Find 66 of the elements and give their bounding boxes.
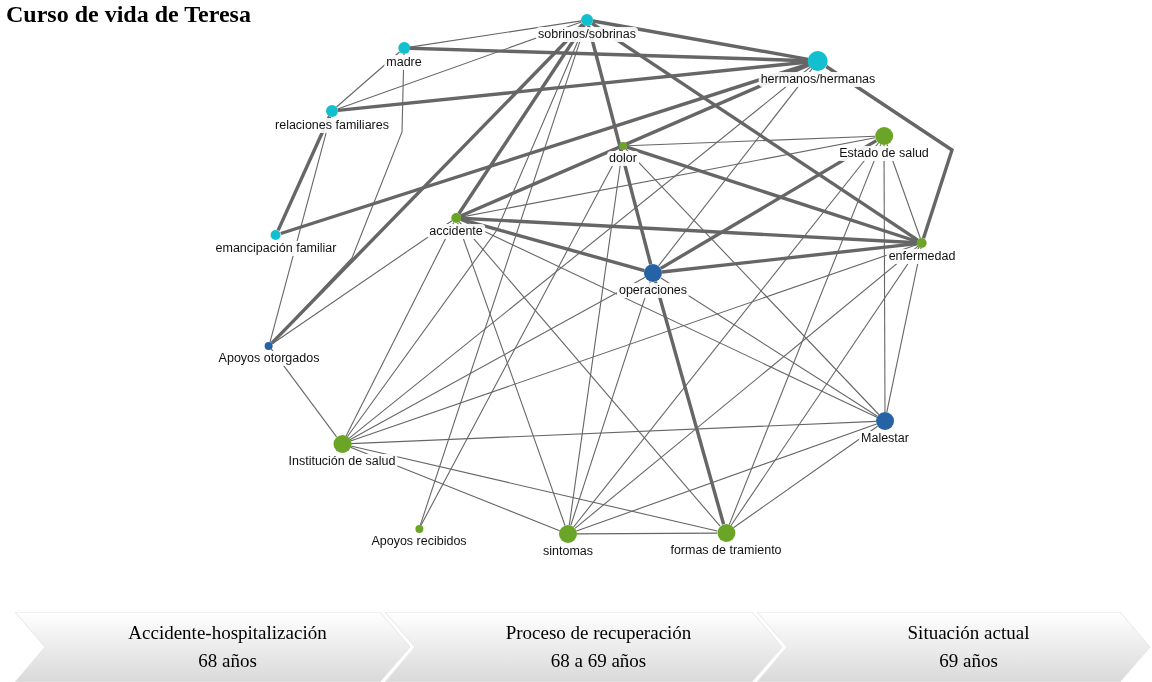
connector-line bbox=[460, 216, 918, 245]
node-label: relaciones familiares bbox=[273, 118, 391, 133]
node-label: sobrinos/sobrinas bbox=[536, 27, 638, 42]
node-label: Institución de salud bbox=[286, 454, 398, 469]
connector-line bbox=[592, 19, 809, 61]
node-label: hermanos/hermanas bbox=[758, 72, 878, 87]
connector-line bbox=[575, 423, 878, 532]
connector-line bbox=[271, 220, 453, 345]
step-text: 69 años bbox=[939, 649, 998, 673]
connector-line bbox=[883, 144, 886, 413]
connector-line bbox=[409, 20, 582, 48]
step-text: Proceso de recuperación bbox=[505, 621, 692, 645]
connector-line bbox=[626, 135, 876, 147]
step-text: 68 a 69 años bbox=[550, 649, 647, 673]
connector-line bbox=[269, 116, 331, 343]
connector-line bbox=[458, 221, 721, 527]
connector-line bbox=[460, 217, 645, 273]
connector-line bbox=[626, 145, 918, 244]
connector-line bbox=[657, 68, 813, 267]
connector-line bbox=[659, 139, 878, 270]
connector-line bbox=[573, 142, 879, 528]
connector-line bbox=[337, 60, 809, 113]
node-label: Estado de salud bbox=[837, 146, 931, 161]
connector-line bbox=[276, 115, 332, 232]
connector-line bbox=[574, 245, 919, 529]
node-label: Apoyos otorgados bbox=[216, 351, 322, 366]
connector-line bbox=[625, 148, 880, 416]
connector-line bbox=[280, 62, 809, 236]
connector-line bbox=[886, 247, 922, 413]
connector-line bbox=[457, 24, 586, 215]
connector-line bbox=[457, 222, 566, 527]
step-text: Situación actual bbox=[907, 621, 1030, 645]
connector-line bbox=[732, 425, 879, 529]
connector-line bbox=[570, 281, 651, 526]
node-label: emancipación familiar bbox=[213, 241, 339, 256]
connector-line bbox=[459, 219, 878, 418]
connector-line bbox=[350, 420, 877, 445]
connector-line bbox=[591, 21, 919, 242]
node-label: dolor bbox=[607, 151, 639, 166]
connector-line bbox=[348, 66, 811, 439]
step-text: 68 años bbox=[198, 649, 257, 673]
connector-line bbox=[586, 25, 653, 265]
node-label: accidente bbox=[427, 224, 485, 239]
node-label: madre bbox=[384, 55, 424, 70]
connector-line bbox=[576, 532, 718, 535]
node-label: Apoyos recibidos bbox=[369, 534, 469, 549]
connector-line bbox=[660, 277, 878, 417]
connector-line bbox=[730, 246, 920, 527]
connector-line bbox=[349, 244, 918, 442]
connector-line bbox=[270, 23, 584, 345]
connector-line bbox=[350, 445, 718, 532]
connector-line bbox=[568, 149, 623, 526]
node-label: enfermedad bbox=[886, 249, 958, 264]
connector-line bbox=[346, 24, 586, 438]
step-text: Accidente-hospitalización bbox=[128, 621, 327, 645]
node-label: operaciones bbox=[616, 283, 690, 298]
connector-line bbox=[459, 63, 810, 218]
connector-line bbox=[653, 281, 726, 525]
connector-line bbox=[349, 276, 646, 441]
connector-line bbox=[419, 25, 586, 526]
connector-line bbox=[460, 137, 876, 218]
connector-line bbox=[345, 221, 455, 437]
diagram-title: Curso de vida de Teresa bbox=[6, 0, 251, 28]
connector-line bbox=[661, 241, 918, 274]
connector-line bbox=[728, 143, 882, 526]
connector-line bbox=[825, 65, 954, 239]
